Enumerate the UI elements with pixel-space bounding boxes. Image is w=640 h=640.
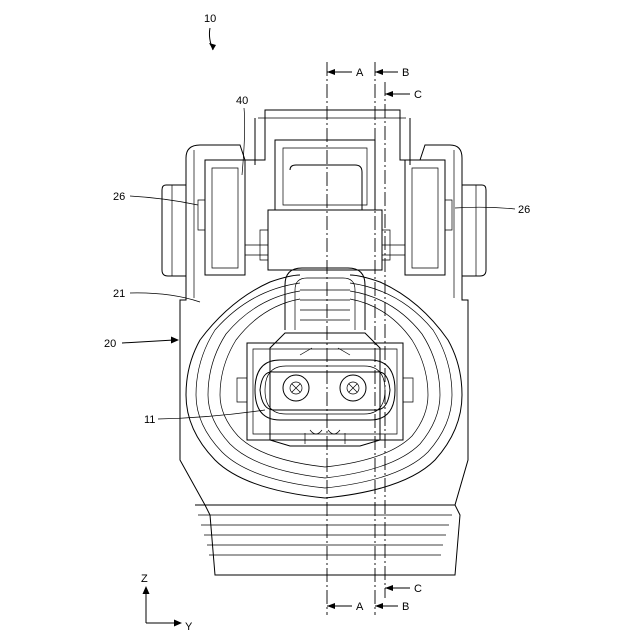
section-c-top: C: [385, 89, 422, 101]
ref-26-right-leader: [455, 207, 515, 209]
section-b-bottom-label: B: [402, 601, 409, 613]
seal-rings: [186, 275, 462, 498]
section-lines: [327, 62, 385, 615]
ref-26-left-label: 26: [113, 191, 125, 203]
ref-11-label: 11: [144, 414, 155, 426]
section-c-top-label: C: [414, 89, 422, 101]
section-a-bottom-label: A: [356, 601, 364, 613]
section-c-bottom-label: C: [414, 583, 422, 595]
ref-21-leader: [130, 293, 200, 302]
z-axis-label: Z: [141, 573, 148, 585]
terminal-pins: [283, 375, 366, 401]
ref-26-right-label: 26: [518, 204, 530, 216]
ref-40-leader: [242, 108, 245, 175]
z-axis-arrowhead: [143, 586, 150, 594]
ref-26-left-leader: [130, 196, 198, 205]
ref-10-arrowhead: [209, 43, 216, 50]
center-neck: [285, 268, 365, 330]
ref-10-label: 10: [204, 13, 216, 25]
section-b-top-label: B: [402, 67, 409, 79]
section-b-bottom: B: [375, 601, 409, 613]
section-a-bottom: A: [327, 601, 364, 613]
y-axis-label: Y: [185, 621, 193, 633]
ref-40-label: 40: [236, 95, 248, 107]
section-a-top: A: [327, 67, 364, 79]
ref-20-label: 20: [104, 338, 116, 350]
terminal-housing: [237, 333, 413, 446]
axis-indicator: Z Y: [141, 573, 193, 633]
ref-21-label: 21: [113, 288, 125, 300]
section-c-bottom: C: [385, 583, 422, 595]
section-b-top: B: [375, 67, 409, 79]
ref-20-arrowhead: [171, 337, 179, 344]
lever-frame: [198, 140, 452, 275]
y-axis-arrowhead: [174, 620, 182, 627]
ref-20-arrow: [122, 340, 174, 343]
section-a-top-label: A: [356, 67, 364, 79]
